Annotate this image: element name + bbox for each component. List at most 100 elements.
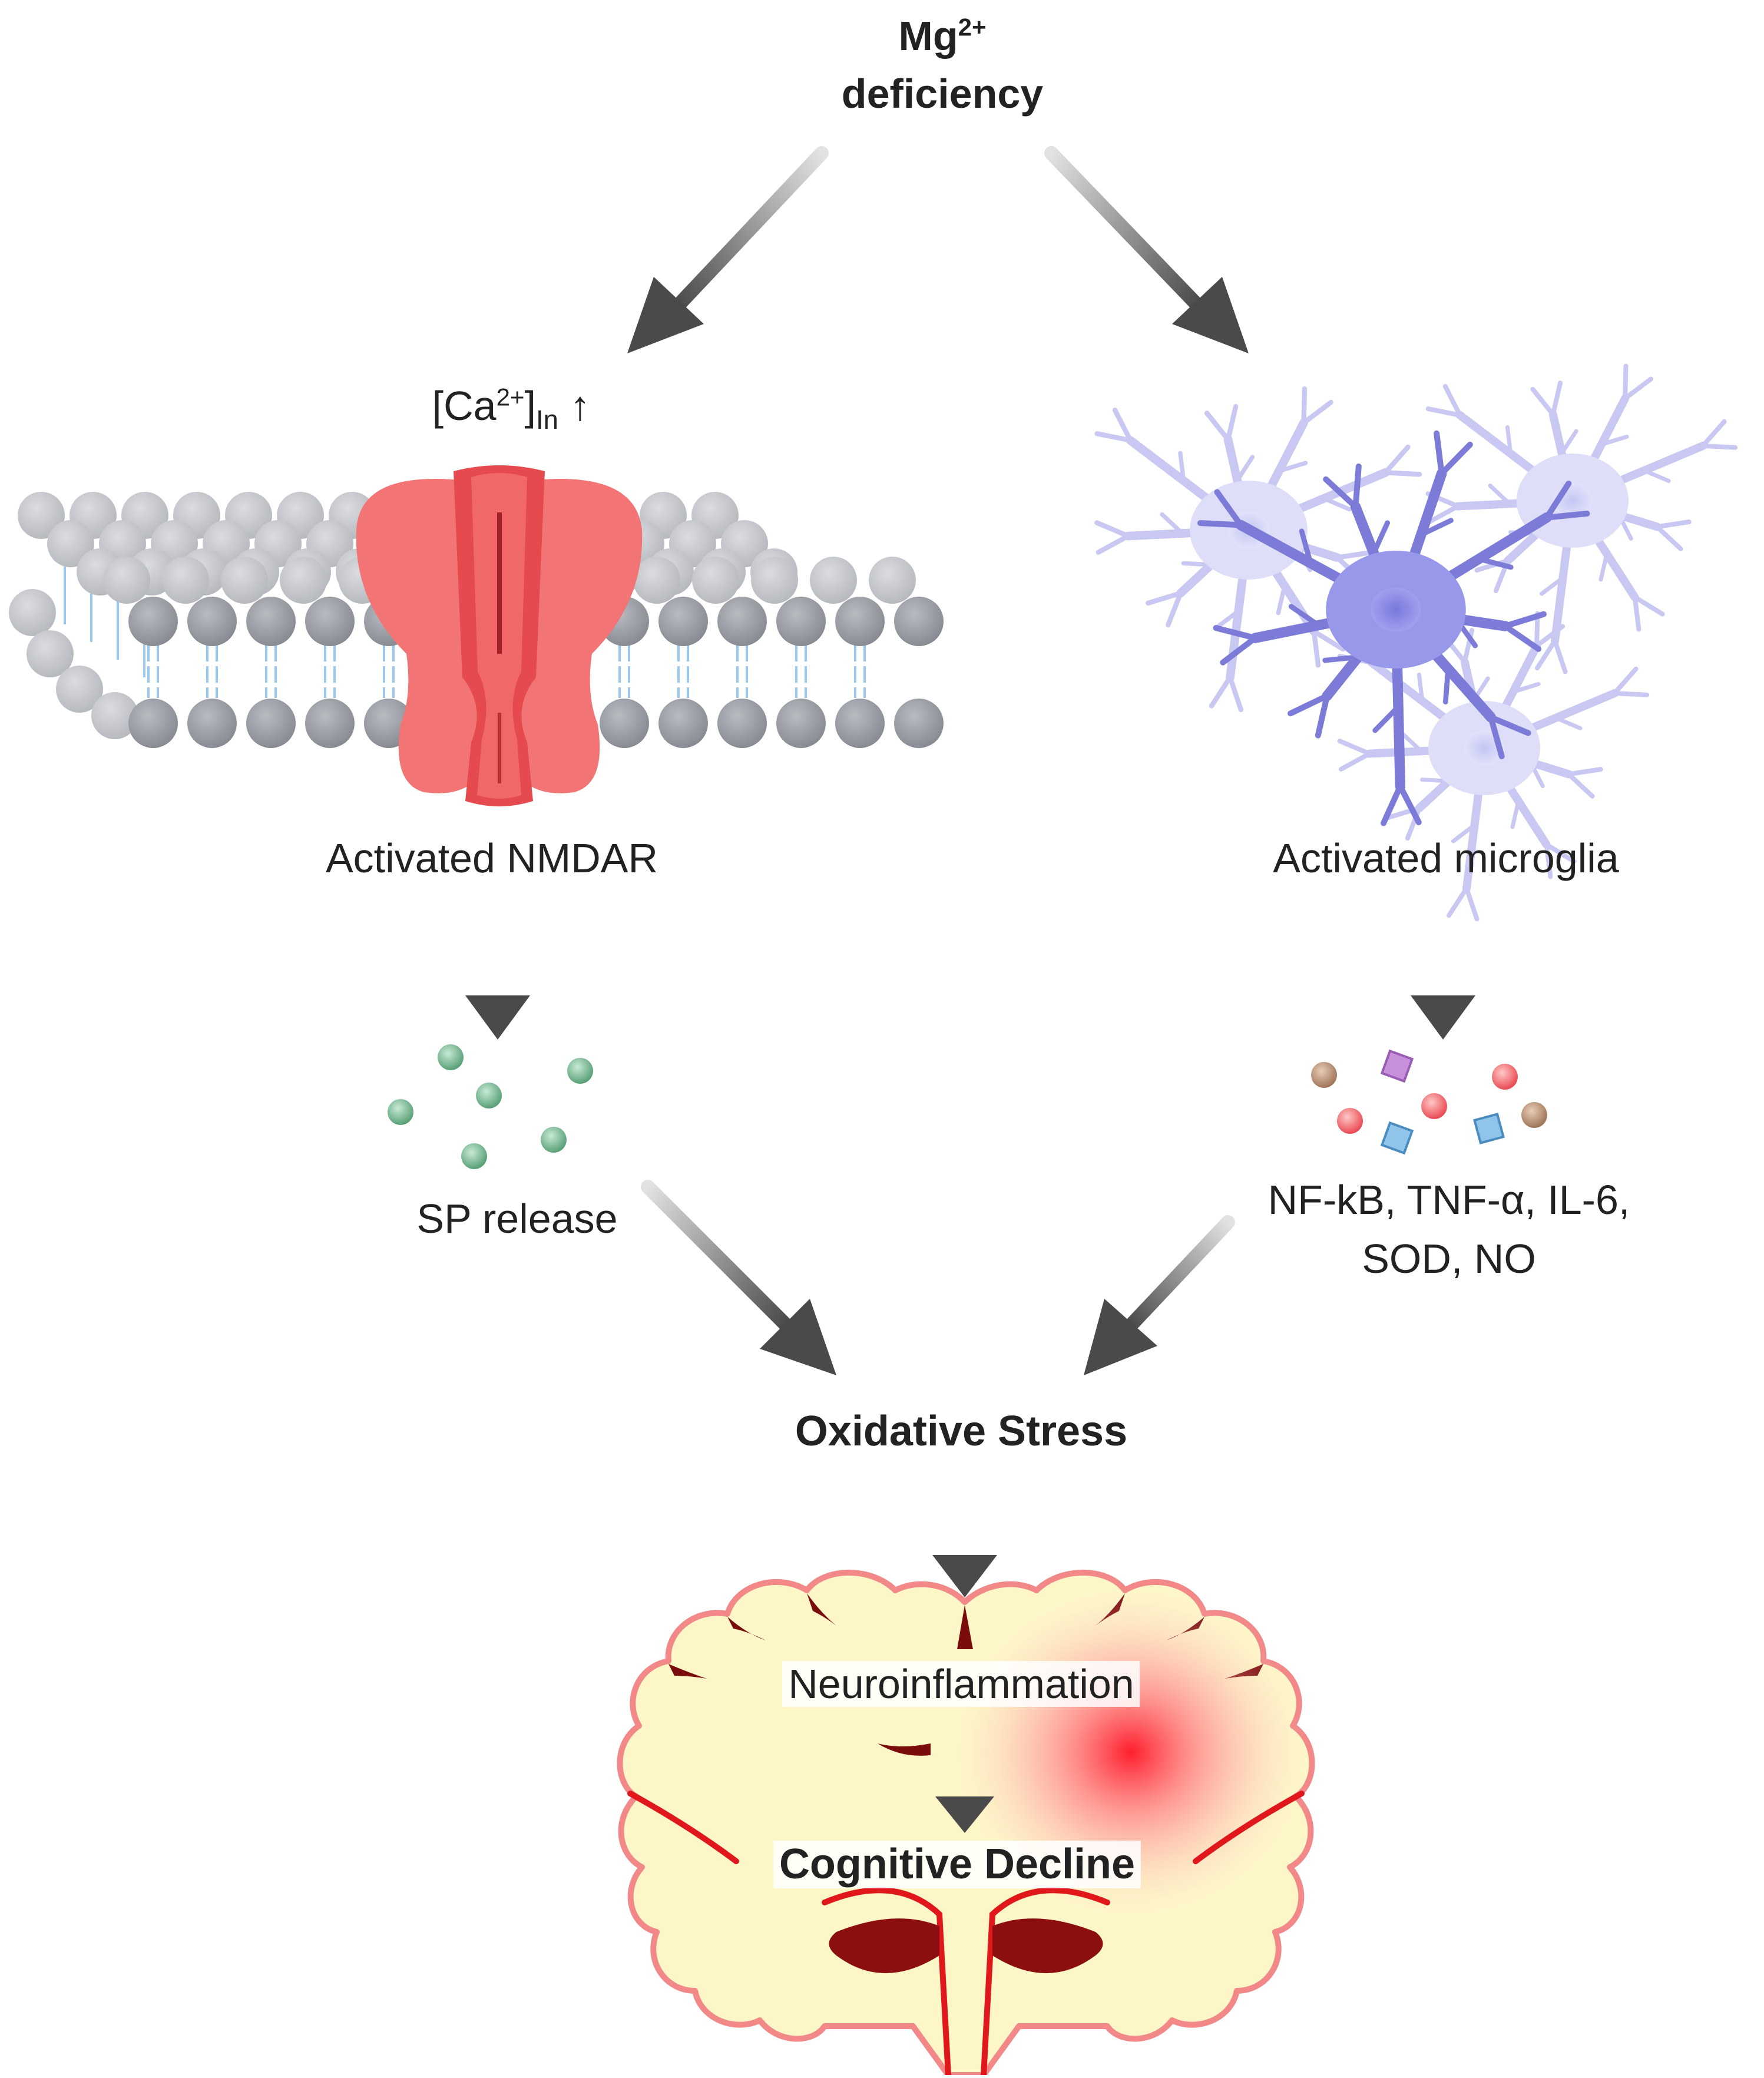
microglia-branch [1311, 628, 1321, 668]
sp-release-label: SP release [416, 1196, 618, 1242]
lipid-head [835, 699, 885, 748]
microglia-branch [1371, 520, 1391, 556]
microglia-branch [1225, 403, 1239, 442]
microglia-branch [1197, 520, 1244, 528]
lipid-head [162, 557, 209, 604]
brain-section [617, 1570, 1315, 2078]
lipid-head [221, 557, 268, 604]
microglia-branch [1209, 674, 1233, 709]
microglia-branch [1612, 690, 1650, 697]
microglia-cluster [1094, 363, 1738, 922]
sp-particle [461, 1143, 487, 1169]
cytokines-line1: NF-kB, TNF-α, IL-6, [1267, 1177, 1630, 1223]
lipid-head [56, 666, 103, 713]
microglia-cells [1094, 363, 1738, 922]
microglia-branch [1554, 716, 1583, 730]
microglia-branch [1301, 399, 1333, 426]
lipid-head [810, 557, 857, 604]
microglia-branch [1335, 550, 1374, 560]
microglia-branch [1352, 463, 1362, 510]
microglia-branch [1214, 489, 1244, 528]
microglia-branch [1447, 886, 1469, 918]
microglia-branch [1288, 693, 1331, 717]
title-mg-text: Mg [898, 13, 958, 59]
microglia-branch [1299, 528, 1313, 566]
microglia-branch [1372, 704, 1401, 733]
lipid-head [91, 692, 138, 739]
nmdar-label: Activated NMDAR [325, 835, 658, 881]
sp-particle [438, 1044, 464, 1070]
arrows [465, 146, 1475, 1597]
microglia-branch [1511, 681, 1541, 694]
microglia-branch [1654, 520, 1692, 530]
microglia-branch [1220, 635, 1259, 666]
lipid-head [717, 597, 767, 646]
microglia-branch [1311, 628, 1346, 652]
nmdar-receptor [356, 465, 643, 806]
sp-particle [541, 1127, 567, 1153]
lipid-head [280, 557, 327, 604]
cytokine-particles [1311, 1049, 1547, 1155]
lipid-head [717, 699, 767, 748]
lipid-head [776, 699, 826, 748]
cytokine-particle [1380, 1121, 1414, 1155]
lipid-head [776, 597, 826, 646]
title-mg: Mg2+ [899, 13, 987, 59]
arrow-head [760, 1299, 836, 1375]
lipid-head [305, 699, 355, 748]
lipid-bilayer [9, 492, 944, 748]
microglia-branch [1112, 408, 1133, 443]
microglia-branch [1476, 556, 1514, 570]
lipid-head [246, 699, 296, 748]
lipid-head [751, 557, 798, 604]
microglia-branch [1094, 431, 1133, 443]
microglia-branch [1322, 654, 1361, 663]
microglia-branch [1276, 461, 1308, 474]
microglia-branch [1451, 823, 1477, 843]
microglia-branch [1442, 383, 1462, 418]
microglia-branch [1544, 842, 1553, 879]
microglia-branch [1552, 638, 1568, 674]
microglia-branch [1397, 783, 1422, 826]
microglia-branch [1301, 386, 1308, 426]
microglia-branch [1598, 551, 1609, 582]
calcium-label: [Ca2+]In ↑ [432, 383, 591, 433]
microglia-branch [1623, 376, 1654, 401]
lipid-head [27, 630, 74, 677]
arrow-head [465, 995, 530, 1040]
microglia-branch [1566, 772, 1595, 799]
microglia-branch [1425, 406, 1462, 418]
microglia-branch [1399, 731, 1424, 753]
microglia-branch [1178, 451, 1186, 483]
microglia-branch [1560, 429, 1578, 456]
microglia-branch [1632, 594, 1665, 617]
microglia-branch [1337, 739, 1372, 756]
lipid-head [128, 597, 178, 646]
microglia-branch [1544, 510, 1590, 521]
microglia-label: Activated microglia [1273, 835, 1619, 881]
microglia-branch [1474, 558, 1510, 573]
microglia-branch [1535, 638, 1557, 671]
lipid-head [128, 699, 178, 748]
microglia-branch [1213, 625, 1259, 641]
lipid-head [305, 597, 355, 646]
microglia-branch [1418, 518, 1454, 538]
microglia-branch [1502, 611, 1547, 630]
microglia-branch [1438, 441, 1473, 477]
arrow-to-microglia [1044, 146, 1206, 313]
microglia-branch [1534, 624, 1566, 648]
microglia-branch [1488, 714, 1505, 760]
calcium-sub: In [535, 405, 558, 435]
lipid-head [894, 597, 944, 646]
arrow-head [935, 1796, 994, 1833]
microglia-branch [1505, 425, 1513, 456]
brain-ventricles [829, 1918, 1103, 1973]
microglia-branch [1096, 533, 1131, 555]
microglia-branch [1544, 480, 1572, 521]
microglia-branch [1338, 751, 1372, 772]
microglia-branch [1488, 484, 1512, 506]
cytokine-particle [1421, 1093, 1447, 1119]
microglia-branch [1405, 805, 1422, 841]
